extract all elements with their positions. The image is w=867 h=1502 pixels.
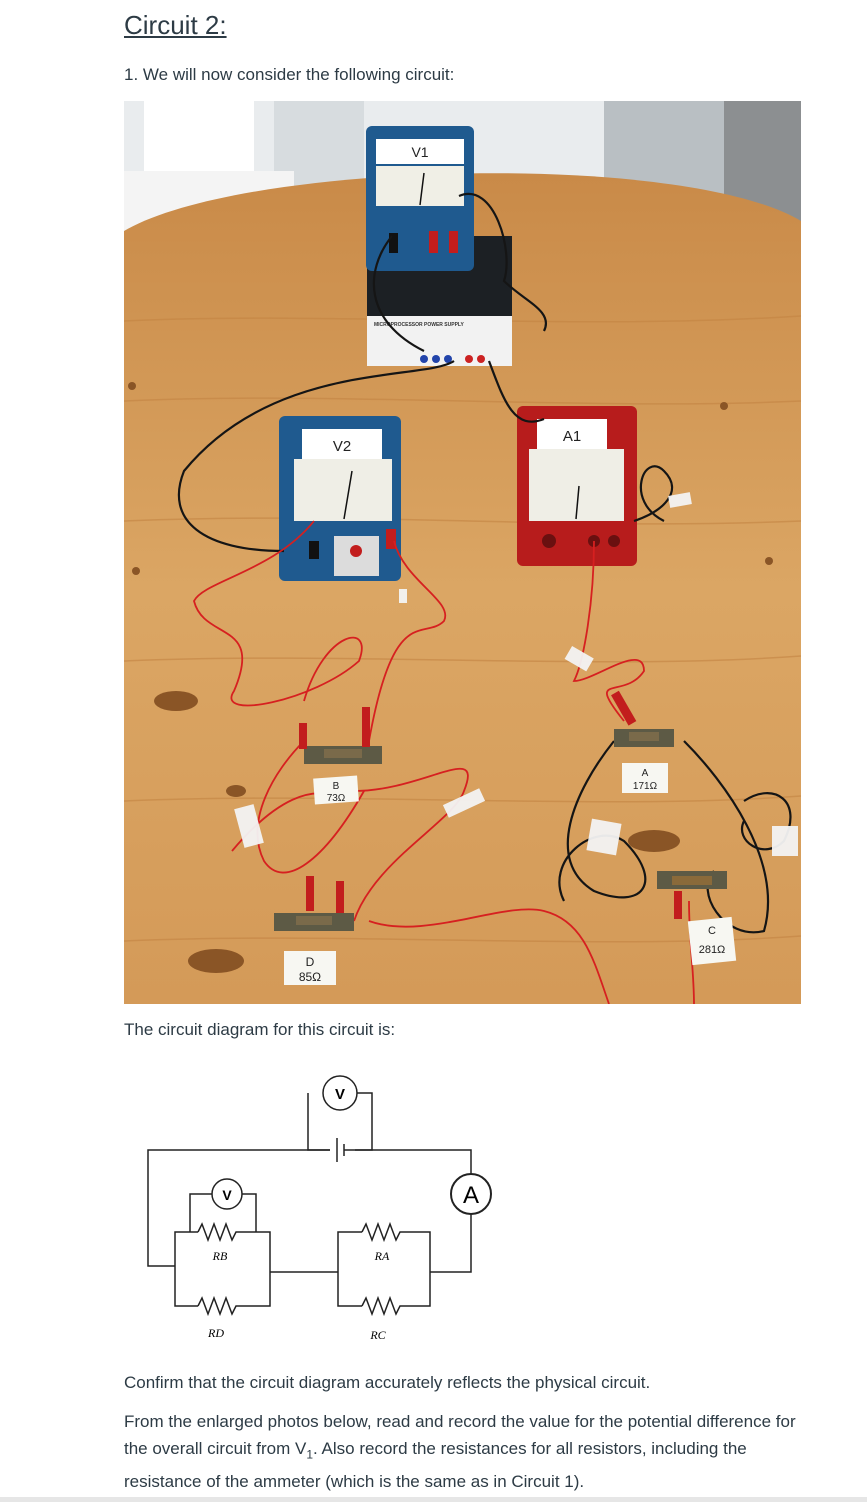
svg-text:73Ω: 73Ω (327, 793, 346, 804)
svg-text:D: D (306, 955, 315, 969)
svg-text:V: V (335, 1086, 345, 1103)
voltmeter-left: V (211, 1178, 243, 1210)
circuit-diagram: V V A RB RD RA RC (140, 1068, 510, 1348)
resistor-a (611, 690, 674, 747)
label-rc: RC (369, 1328, 386, 1342)
svg-text:C: C (708, 925, 716, 937)
label-ra: RA (374, 1249, 390, 1263)
voltmeter-top: V (322, 1075, 358, 1111)
svg-text:281Ω: 281Ω (699, 944, 726, 956)
svg-text:A: A (642, 768, 649, 779)
label-rb: RB (212, 1249, 228, 1263)
diagram-caption: The circuit diagram for this circuit is: (124, 1020, 396, 1039)
svg-text:171Ω: 171Ω (633, 781, 658, 792)
circuit-photo: MICROPROCESSOR POWER SUPPLY V1 V2 A1 (124, 101, 801, 1004)
intro-text: 1. We will now consider the following ci… (124, 65, 455, 84)
svg-text:V: V (222, 1187, 232, 1203)
resistor-c (657, 871, 727, 919)
meter-v2-label: V2 (333, 438, 351, 455)
bottom-divider (0, 1497, 867, 1502)
svg-text:B: B (333, 781, 340, 792)
tag-d: D 85Ω (284, 951, 336, 985)
tag-a: A 171Ω (622, 763, 668, 793)
resistor-d (274, 876, 354, 931)
tag-c: C 281Ω (687, 916, 737, 966)
meter-v1-label: V1 (411, 144, 428, 160)
tag-b: B 73Ω (313, 775, 359, 805)
instructions-text: From the enlarged photos below, read and… (124, 1412, 796, 1492)
confirm-text: Confirm that the circuit diagram accurat… (124, 1373, 651, 1392)
page-heading: Circuit 2: (124, 10, 227, 40)
svg-text:A: A (463, 1182, 479, 1209)
ammeter: A (450, 1173, 492, 1215)
power-supply-label: MICROPROCESSOR POWER SUPPLY (374, 322, 464, 328)
label-rd: RD (207, 1326, 224, 1340)
meter-a1-label: A1 (563, 428, 581, 445)
resistor-b (299, 707, 382, 764)
svg-text:85Ω: 85Ω (299, 970, 321, 984)
